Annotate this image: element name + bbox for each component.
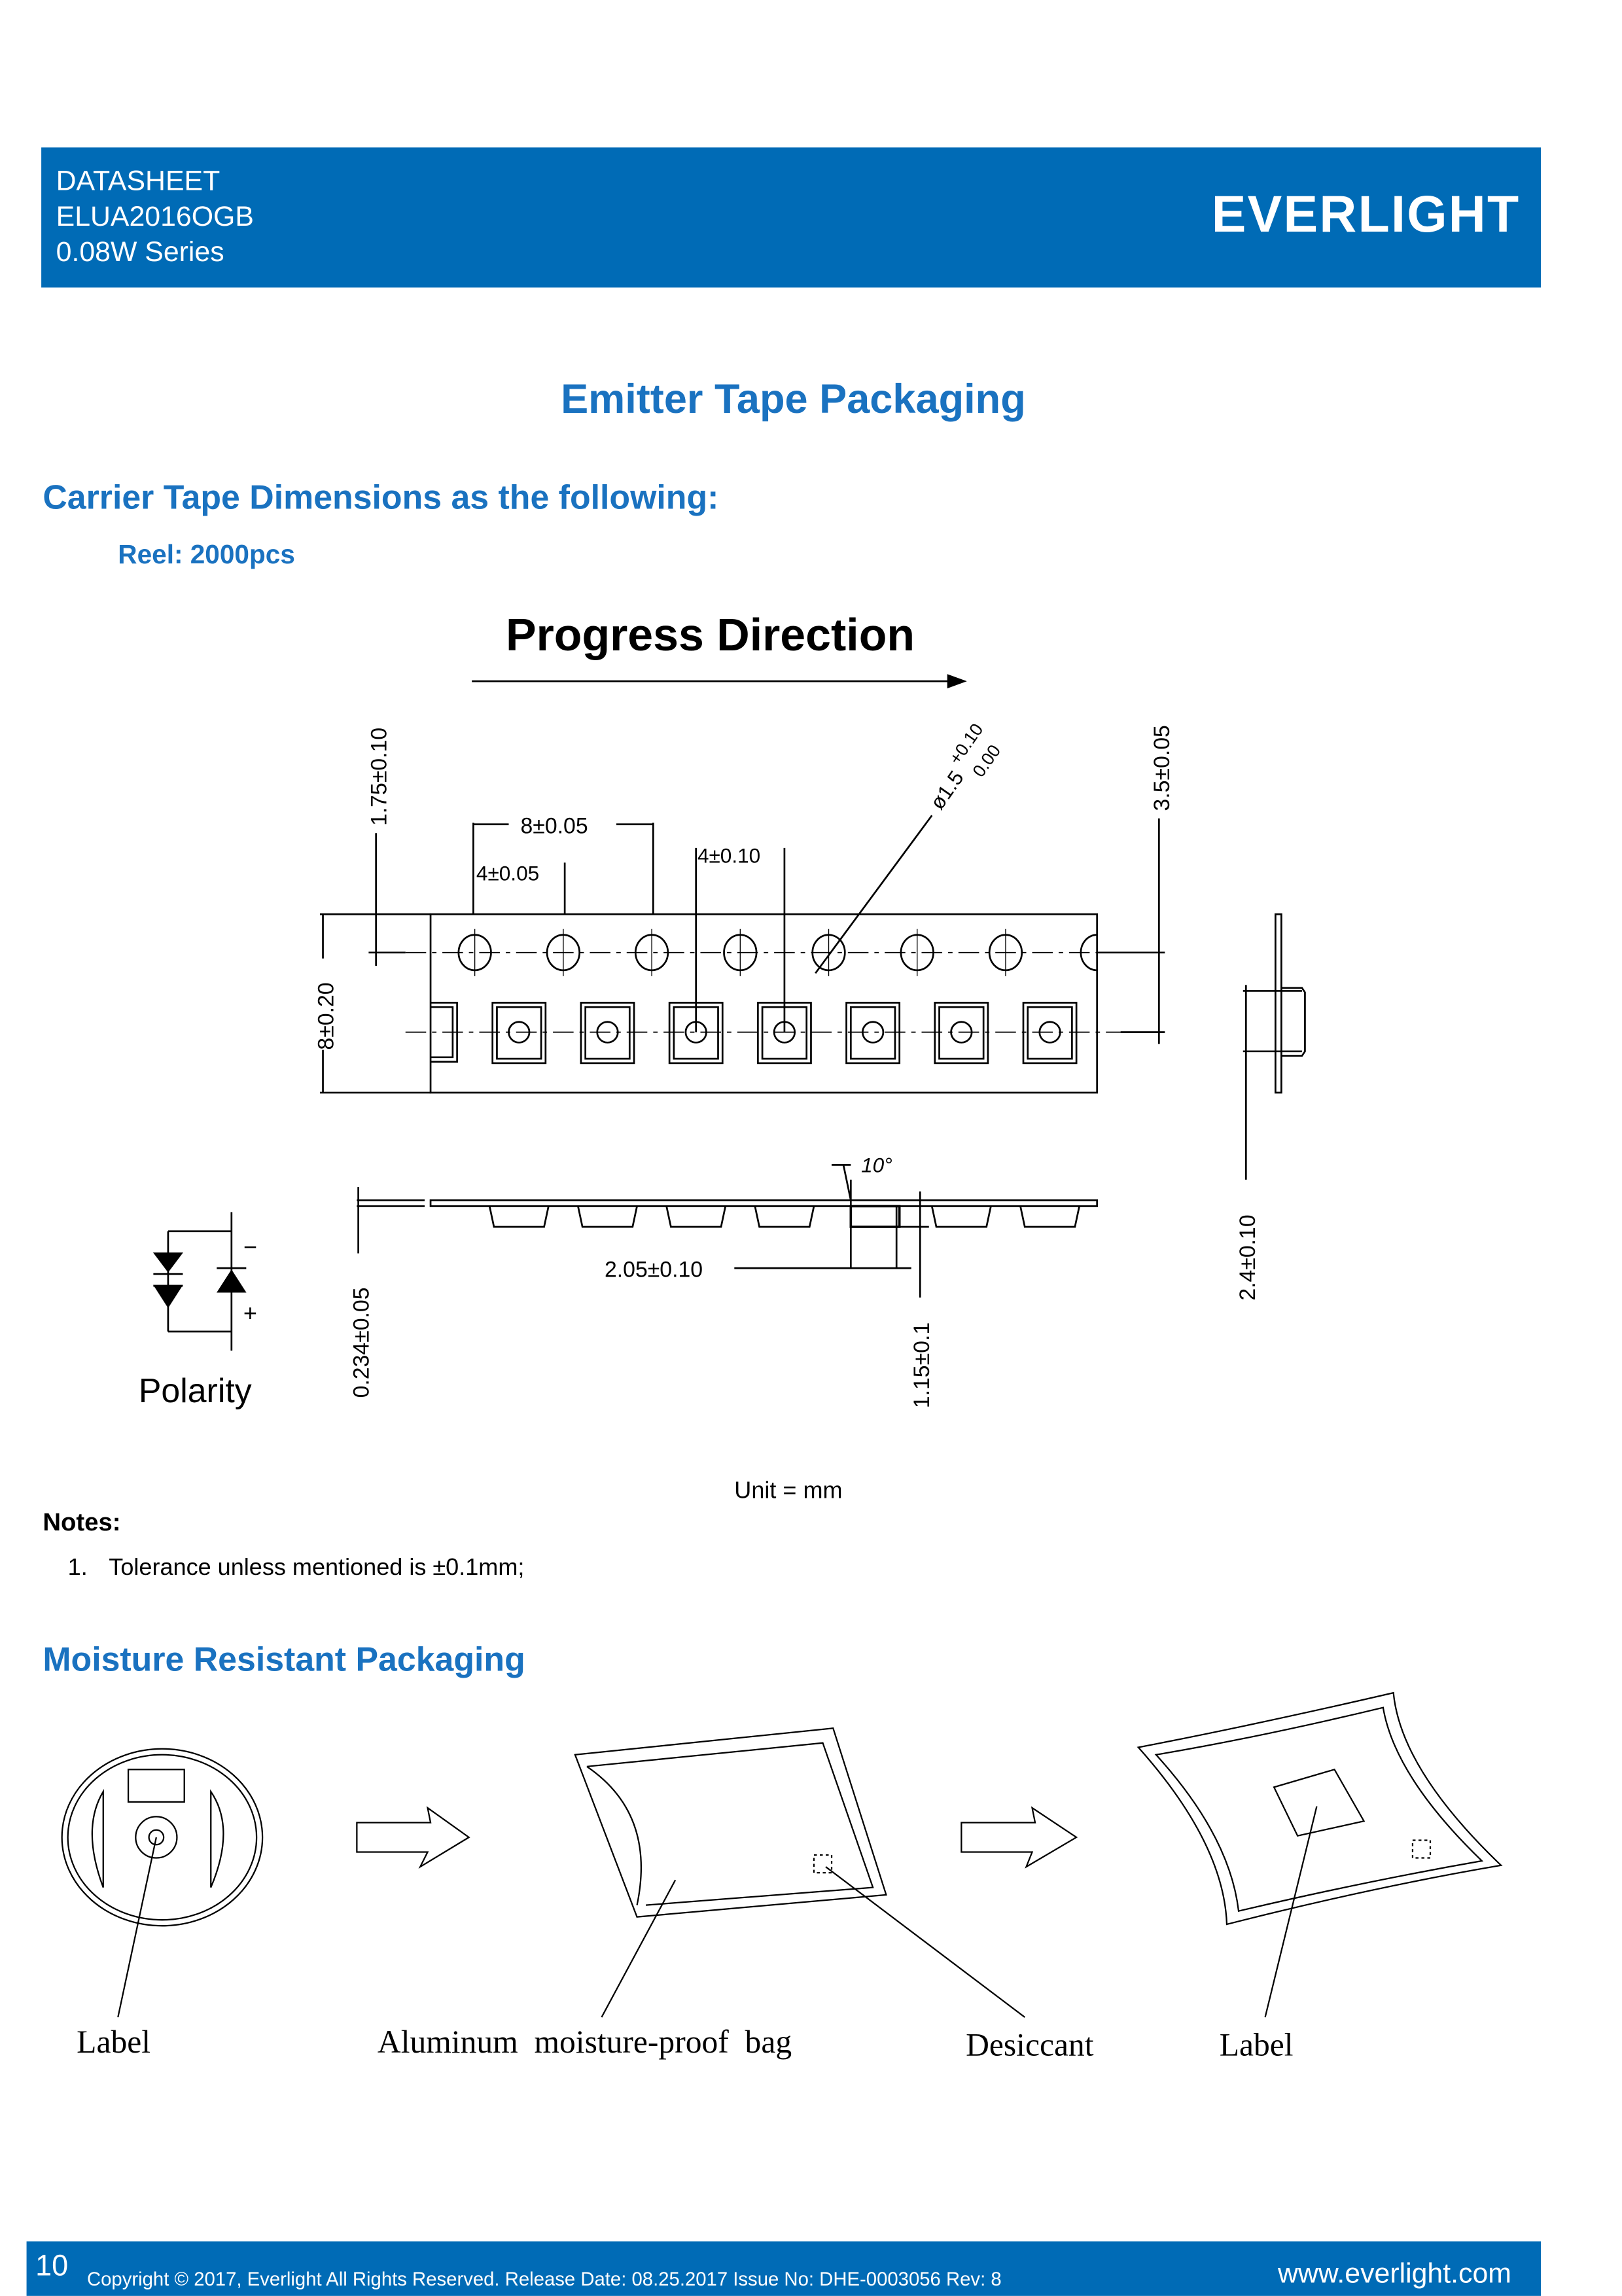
side-pockets bbox=[488, 1206, 1080, 1228]
dim-hole-diameter: ø1.5 bbox=[925, 766, 968, 813]
reel-quantity: Reel: 2000pcs bbox=[118, 539, 295, 569]
polarity-label: Polarity bbox=[139, 1371, 252, 1409]
pocket-hole bbox=[596, 1021, 619, 1044]
pocket bbox=[491, 1002, 547, 1065]
dim-hole-pitch: 8±0.05 bbox=[521, 813, 588, 838]
dim-cover-thickness: 0.234±0.05 bbox=[349, 1288, 374, 1398]
part-number: ELUA2016OGB bbox=[56, 202, 254, 234]
pocket-inner bbox=[849, 1006, 896, 1060]
dim-tape-width: 8±0.20 bbox=[313, 982, 338, 1050]
pocket-hole bbox=[508, 1021, 531, 1044]
progress-direction-label: Progress Direction bbox=[506, 609, 915, 660]
side-pocket bbox=[754, 1206, 815, 1228]
dim-pocket-depth: 2.05±0.10 bbox=[605, 1258, 703, 1282]
bag-label-caption: Label bbox=[1220, 2027, 1294, 2063]
arrow-icon bbox=[356, 1806, 470, 1869]
pocket-inner bbox=[496, 1006, 542, 1060]
page-footer: 10 Copyright © 2017, Everlight All Right… bbox=[26, 2241, 1542, 2296]
series: 0.08W Series bbox=[56, 237, 224, 269]
pocket bbox=[1022, 1002, 1078, 1065]
pocket-hole bbox=[950, 1021, 973, 1044]
polarity-minus: − bbox=[243, 1233, 257, 1260]
pocket-hole bbox=[862, 1021, 885, 1044]
tape-end-view bbox=[1275, 913, 1282, 1094]
dim-angle: 10° bbox=[861, 1154, 892, 1177]
side-pocket bbox=[488, 1206, 550, 1228]
note-number: 1. bbox=[67, 1555, 88, 1581]
pocket-inner bbox=[938, 1006, 985, 1060]
moisture-packaging-drawing: Label Aluminum moisture-proof bag Desicc… bbox=[61, 1691, 1503, 2063]
side-pocket bbox=[930, 1206, 992, 1228]
tape-side-view bbox=[429, 1199, 1099, 1207]
page-number: 10 bbox=[35, 2250, 69, 2283]
pockets bbox=[431, 1002, 1078, 1065]
page-header: DATASHEET ELUA2016OGB 0.08W Series EVERL… bbox=[41, 147, 1542, 288]
polarity-plus: + bbox=[243, 1299, 257, 1326]
polarity-diode-icon bbox=[152, 1212, 247, 1351]
note-item: 1. Tolerance unless mentioned is ±0.1mm; bbox=[68, 1556, 525, 1583]
dim-pocket-height: 1.15±0.1 bbox=[909, 1322, 934, 1408]
sealed-bag-icon bbox=[1137, 1691, 1503, 2018]
pocket bbox=[431, 1002, 458, 1063]
dim-hole-diameter-group: ø1.5 +0.10 0.00 bbox=[925, 720, 1004, 813]
sprocket-holes bbox=[457, 928, 1097, 976]
unit-label: Unit = mm bbox=[734, 1477, 842, 1504]
pocket bbox=[934, 1002, 989, 1065]
carrier-tape-drawing: Progress Direction 8±0.20 1.75±0.10 8±0.… bbox=[139, 609, 1306, 1504]
page-title: Emitter Tape Packaging bbox=[561, 376, 1026, 422]
dim-hole-offset: 1.75±0.10 bbox=[366, 728, 391, 826]
dim-hole-half-pitch: 4±0.05 bbox=[476, 861, 539, 885]
reel-icon bbox=[61, 1748, 264, 2018]
sprocket-hole bbox=[1080, 934, 1097, 972]
moisture-heading: Moisture Resistant Packaging bbox=[43, 1640, 525, 1678]
note-text: Tolerance unless mentioned is ±0.1mm; bbox=[109, 1555, 525, 1581]
dim-pocket-pitch: 4±0.10 bbox=[697, 843, 760, 867]
dim-pocket-offset: 3.5±0.05 bbox=[1150, 725, 1174, 811]
arrow-icon bbox=[961, 1806, 1078, 1869]
side-pocket bbox=[577, 1206, 638, 1228]
progress-arrow bbox=[472, 674, 967, 689]
pocket bbox=[845, 1002, 901, 1065]
dim-tape-thickness: 2.4±0.10 bbox=[1235, 1214, 1260, 1300]
reel-label-caption: Label bbox=[77, 2024, 150, 2060]
doc-type: DATASHEET bbox=[56, 166, 220, 198]
desiccant-caption: Desiccant bbox=[966, 2027, 1094, 2063]
everlight-logo: EVERLIGHT bbox=[1211, 185, 1521, 243]
bag-caption: Aluminum moisture-proof bag bbox=[378, 2024, 792, 2060]
carrier-heading: Carrier Tape Dimensions as the following… bbox=[43, 478, 719, 516]
bag-icon bbox=[574, 1727, 1025, 2018]
side-pocket bbox=[665, 1206, 727, 1228]
side-pocket bbox=[1019, 1206, 1080, 1228]
pocket-hole bbox=[1038, 1021, 1061, 1044]
copyright: Copyright © 2017, Everlight All Rights R… bbox=[86, 2268, 1002, 2290]
notes-title: Notes: bbox=[43, 1508, 121, 1537]
pocket-inner bbox=[1027, 1006, 1073, 1060]
website-link[interactable]: www.everlight.com bbox=[1277, 2259, 1511, 2290]
pocket-inner bbox=[584, 1006, 631, 1060]
pocket bbox=[580, 1002, 635, 1065]
